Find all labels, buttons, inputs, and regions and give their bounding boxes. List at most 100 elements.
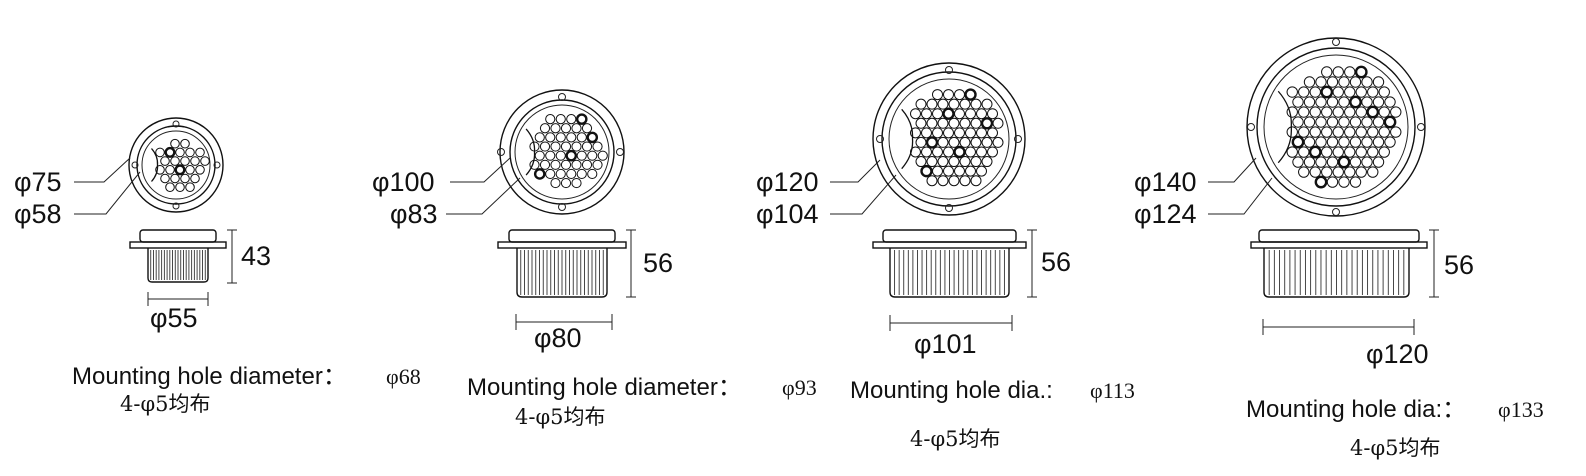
led-lens (1355, 126, 1367, 138)
led-lens (555, 150, 566, 161)
led-lens (948, 98, 960, 110)
led-lens (981, 98, 993, 110)
flange-side (1250, 241, 1428, 249)
body-diameter-label: φ80 (534, 323, 582, 353)
led-lens (970, 98, 982, 110)
height-label: 56 (1041, 247, 1071, 277)
led-lens (932, 146, 943, 158)
led-lens (987, 108, 998, 120)
led-lens (937, 175, 949, 187)
mount-hole (131, 161, 139, 169)
led-lens (937, 98, 949, 110)
led-lens (910, 146, 921, 158)
mount-hole (1332, 38, 1340, 46)
led-lens (581, 141, 593, 152)
lens-notch (901, 108, 914, 170)
led-lens (1332, 66, 1344, 78)
led-lens (921, 108, 932, 120)
led-lens (576, 168, 587, 180)
holes-note: 4-φ5均布 (515, 405, 606, 429)
fixture-1-dimensions: φ75 φ58 43 φ55 (14, 157, 271, 333)
led-lens (175, 147, 185, 158)
inner-diameter-label: φ58 (14, 199, 62, 229)
body-diameter-label: φ120 (1366, 339, 1429, 369)
flange-side (872, 241, 1027, 249)
led-lens (1286, 86, 1298, 98)
led-lens (926, 117, 938, 129)
led-lens (534, 132, 545, 143)
led-lens (1326, 136, 1339, 148)
led-lens (953, 145, 966, 159)
mounting-hole-label: Mounting hole dia:： (1246, 396, 1466, 423)
fixture-1-side-view (129, 229, 227, 283)
led-lens (555, 132, 566, 143)
leader-outer (1208, 157, 1257, 183)
led-lens (174, 164, 186, 176)
holes-note: 4-φ5均布 (120, 392, 211, 416)
inner-rim (136, 125, 216, 205)
led-lens (1349, 136, 1362, 148)
inner-rim (1256, 47, 1416, 207)
led-lens (1326, 116, 1339, 128)
led-lens (1338, 136, 1350, 148)
fixture-3-dimensions: φ120 φ104 56 φ101 (756, 159, 1071, 359)
led-lens (1349, 176, 1362, 188)
fixture-1: φ75 φ58 43 φ55 Mounting hole diameter： φ… (14, 117, 421, 416)
mount-hole (1332, 208, 1340, 216)
led-lens (1309, 106, 1321, 118)
housing-side (889, 248, 1010, 298)
led-lens (185, 147, 195, 158)
mount-hole (497, 148, 505, 156)
led-lens (965, 127, 976, 139)
led-lens (992, 136, 1004, 148)
led-lens (160, 156, 170, 166)
led-lens (185, 165, 195, 175)
led-lens (529, 141, 540, 152)
led-lens (1321, 126, 1333, 138)
led-lens (1332, 166, 1344, 178)
led-lens (190, 173, 200, 184)
led-lens (1292, 116, 1304, 128)
leader-inner (830, 174, 897, 215)
bezel-side (1258, 229, 1420, 243)
led-lens (560, 141, 572, 152)
height-label: 56 (643, 248, 673, 278)
led-lens (954, 108, 965, 120)
led-lens (1361, 136, 1373, 148)
led-lens (170, 173, 180, 184)
mounting-hole-value: φ93 (782, 375, 817, 400)
led-lens (1321, 166, 1333, 178)
led-lens (1349, 76, 1362, 88)
mount-hole (945, 204, 953, 212)
holes-note: 4-φ5均布 (910, 427, 1001, 451)
led-lens (200, 156, 210, 166)
led-lens (1390, 106, 1402, 118)
led-lens (555, 168, 566, 180)
led-lens (1309, 166, 1321, 178)
outer-diameter-label: φ140 (1134, 167, 1197, 197)
leader-outer (74, 157, 131, 183)
led-lens (175, 182, 185, 192)
lens-plate (514, 104, 610, 200)
fixture-4-top-view (1246, 37, 1426, 217)
outer-diameter-label: φ75 (14, 167, 62, 197)
led-lens (1286, 146, 1298, 158)
led-array (901, 88, 1004, 187)
led-lens (959, 136, 971, 148)
led-lens (185, 182, 195, 192)
mounting-hole-value: φ133 (1498, 397, 1544, 422)
mount-hole (558, 203, 566, 211)
mount-hole (1417, 123, 1425, 131)
led-lens (943, 165, 954, 177)
led-lens (1344, 146, 1356, 158)
led-lens (1384, 96, 1396, 108)
mounting-hole-label: Mounting hole diameter： (467, 374, 742, 401)
led-lens (910, 127, 921, 139)
mount-hole (558, 93, 566, 101)
lens-plate (888, 78, 1010, 200)
outer-flange (128, 117, 224, 213)
mount-hole (172, 202, 180, 210)
led-lens (943, 127, 954, 139)
fixture-2-dimensions: φ100 φ83 56 φ80 (372, 157, 673, 353)
led-lens (1372, 136, 1385, 148)
